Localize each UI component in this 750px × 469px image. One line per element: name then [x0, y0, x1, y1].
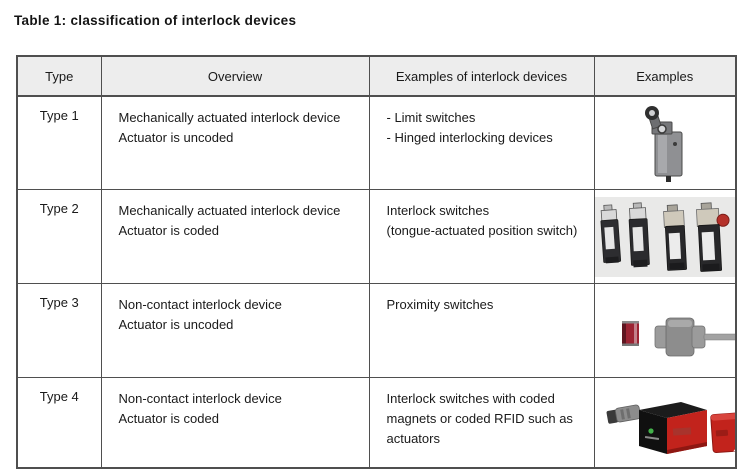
- col-header-examples: Examples: [593, 55, 737, 97]
- example-line: Proximity switches: [386, 297, 494, 312]
- table-row-type1: Type 1 Mechanically actuated interlock d…: [16, 95, 737, 190]
- interlock-classification-table: Type Overview Examples of interlock devi…: [16, 55, 737, 469]
- table-title: Table 1: classification of interlock dev…: [14, 13, 297, 28]
- col-header-overview: Overview: [100, 55, 370, 97]
- cell-example-image: [593, 189, 737, 284]
- cell-example-devices: - Limit switches - Hinged interlocking d…: [368, 95, 595, 190]
- proximity-switch-image: [621, 317, 735, 357]
- cell-example-image: [593, 377, 737, 469]
- cell-example-devices: Interlock switches (tongue-actuated posi…: [368, 189, 595, 284]
- cell-type: Type 2: [16, 189, 102, 284]
- interlock-switches-image: [594, 196, 735, 277]
- example-line: Interlock switches with coded: [386, 391, 555, 406]
- overview-line: Actuator is uncoded: [118, 130, 234, 146]
- table-row-type2: Type 2 Mechanically actuated interlock d…: [16, 189, 737, 284]
- example-line: magnets or coded RFID such as: [386, 411, 573, 427]
- overview-line: Non-contact interlock device: [118, 297, 282, 312]
- cell-example-image: [593, 283, 737, 378]
- cell-type: Type 4: [16, 377, 102, 469]
- overview-line: Actuator is coded: [118, 223, 219, 239]
- overview-line: Mechanically actuated interlock device: [118, 203, 341, 218]
- header-row: Type Overview Examples of interlock devi…: [16, 55, 737, 97]
- overview-line: Actuator is uncoded: [118, 317, 234, 333]
- cell-overview: Non-contact interlock device Actuator is…: [100, 283, 370, 378]
- col-header-examples-devices: Examples of interlock devices: [368, 55, 595, 97]
- cell-type: Type 1: [16, 95, 102, 190]
- cell-overview: Mechanically actuated interlock device A…: [100, 189, 370, 284]
- rfid-interlock-image: [606, 402, 735, 454]
- table-row-type4: Type 4 Non-contact interlock device Actu…: [16, 377, 737, 469]
- example-line: actuators: [386, 431, 440, 447]
- cell-overview: Mechanically actuated interlock device A…: [100, 95, 370, 190]
- example-line: - Limit switches: [386, 110, 476, 125]
- example-line: Interlock switches: [386, 203, 490, 218]
- cell-overview: Non-contact interlock device Actuator is…: [100, 377, 370, 469]
- cell-example-image: [593, 95, 737, 190]
- overview-line: Non-contact interlock device: [118, 391, 282, 406]
- example-line: (tongue-actuated position switch): [386, 223, 578, 239]
- table-row-type3: Type 3 Non-contact interlock device Actu…: [16, 283, 737, 378]
- col-header-type: Type: [16, 55, 102, 97]
- overview-line: Mechanically actuated interlock device: [118, 110, 341, 125]
- cell-type: Type 3: [16, 283, 102, 378]
- overview-line: Actuator is coded: [118, 411, 219, 427]
- cell-example-devices: Proximity switches: [368, 283, 595, 378]
- cell-example-devices: Interlock switches with coded magnets or…: [368, 377, 595, 469]
- limit-switch-image: [644, 105, 683, 182]
- example-line: - Hinged interlocking devices: [386, 130, 553, 146]
